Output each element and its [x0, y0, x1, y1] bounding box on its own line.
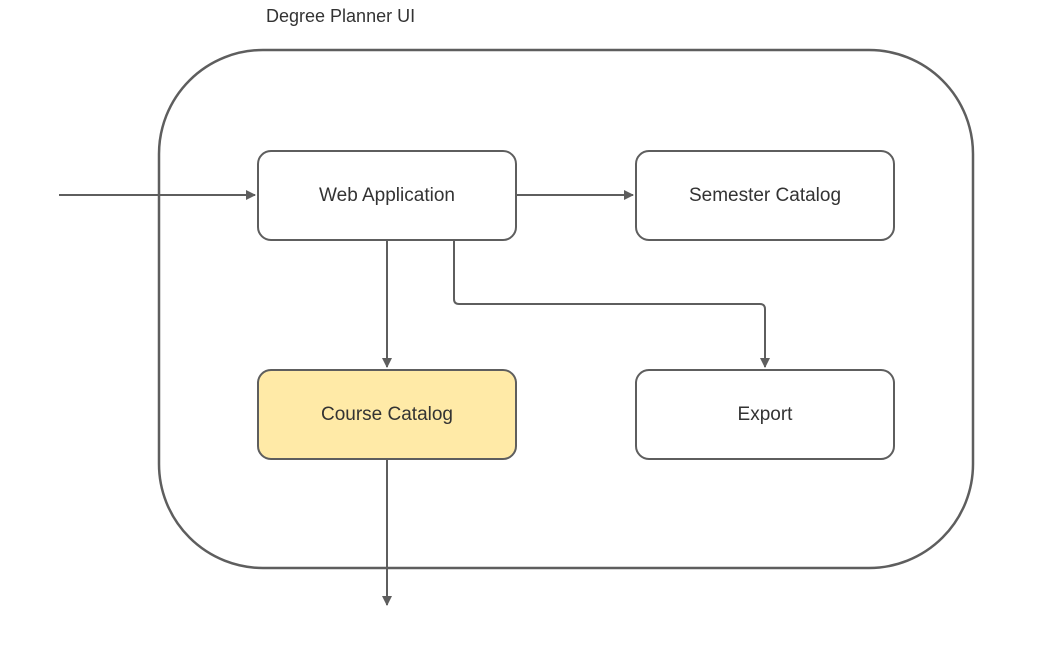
diagram-title: Degree Planner UI [266, 6, 416, 26]
node-course-catalog: Course Catalog [257, 369, 517, 460]
node-semester-catalog: Semester Catalog [635, 150, 895, 241]
container-boundary [157, 48, 975, 570]
node-export: Export [635, 369, 895, 460]
node-web-application: Web Application [257, 150, 517, 241]
edge-web-application-to-export [453, 241, 770, 368]
